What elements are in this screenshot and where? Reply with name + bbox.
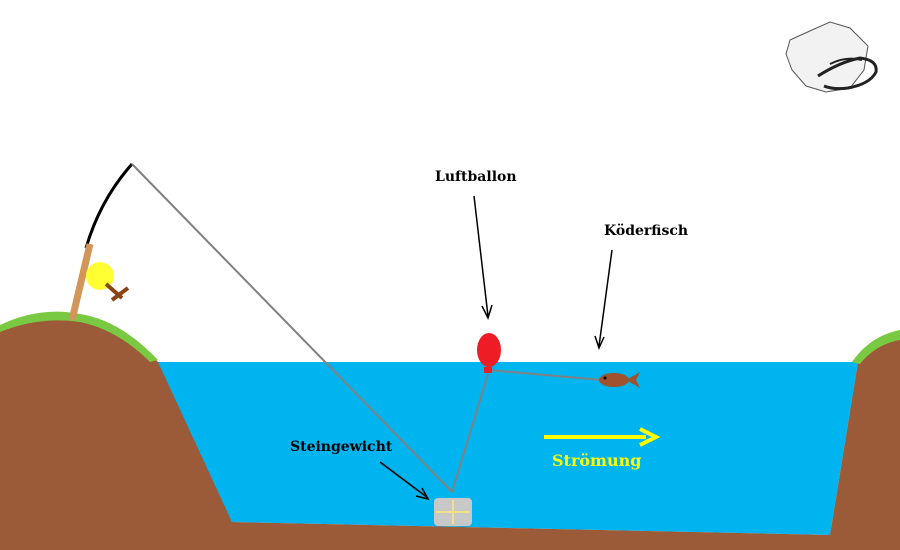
rod-handle xyxy=(68,243,94,321)
bait-fish-icon xyxy=(599,372,640,388)
stone-weight-label: Steingewicht xyxy=(290,439,393,455)
balloon-label: Luftballon xyxy=(435,169,517,185)
fishing-rod xyxy=(84,163,134,249)
stone-cross xyxy=(436,500,470,524)
balloon-line xyxy=(451,373,489,493)
catfish-map-logo xyxy=(785,21,878,93)
right-grass xyxy=(852,330,900,364)
left-grass xyxy=(0,311,158,362)
bait-fish-label: Köderfisch xyxy=(604,223,688,239)
bait-fish-pointer-arrow xyxy=(594,249,613,351)
balloon-icon xyxy=(477,333,501,367)
current-label: Strömung xyxy=(552,451,641,470)
balloon-knot xyxy=(484,367,492,373)
current-arrow-icon xyxy=(544,427,661,447)
reel-handle xyxy=(104,282,130,302)
main-line xyxy=(131,163,453,493)
water xyxy=(150,362,858,535)
stone-pointer-arrow xyxy=(379,461,430,501)
balloon-pointer-arrow xyxy=(473,195,493,321)
bait-line xyxy=(487,369,603,381)
left-bank xyxy=(0,314,900,550)
